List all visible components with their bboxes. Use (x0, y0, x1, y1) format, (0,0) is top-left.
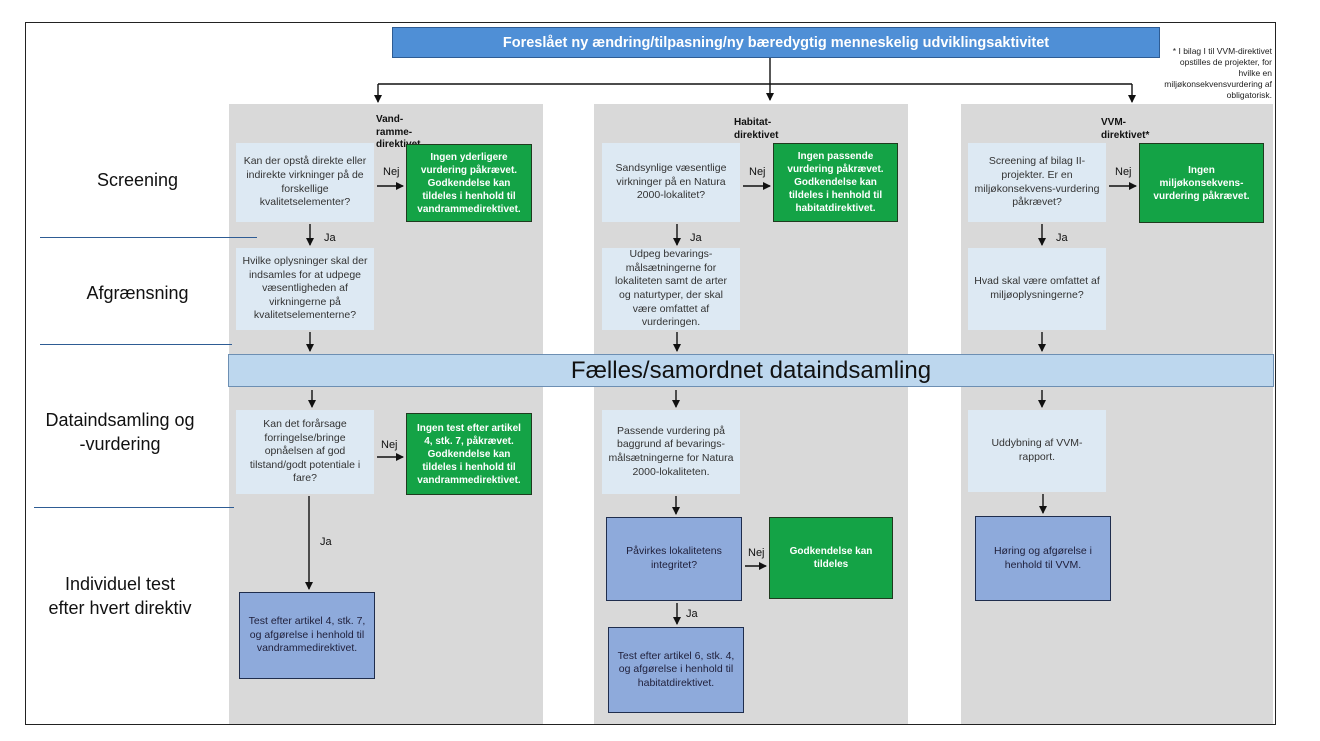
habitat-test-box: Test efter artikel 6, stk. 4, og afgørel… (608, 627, 744, 713)
vvm-screening-question: Screening af bilag II-projekter. Er en m… (968, 143, 1106, 222)
no-label: Nej (749, 166, 766, 178)
vvm-label-text: VVM-direktivet (1101, 117, 1146, 141)
water-test-box: Test efter artikel 4, stk. 7, og afgørel… (239, 592, 375, 679)
shared-data-collection-band: Fælles/samordnet dataindsamling (228, 354, 1274, 387)
water-scoping-question: Hvilke oplysninger skal der indsamles fo… (236, 248, 374, 330)
stage-afgraensning: Afgrænsning (86, 283, 189, 303)
yes-label: Ja (690, 232, 702, 244)
stage-divider (34, 507, 234, 508)
no-label: Nej (748, 547, 765, 559)
water-screening-question: Kan der opstå direkte eller indirekte vi… (236, 143, 374, 222)
habitat-directive-label: Habitat-direktivet (734, 117, 779, 141)
no-label: Nej (383, 166, 400, 178)
stage-screening: Screening (96, 170, 179, 190)
stage-dataindsamling: Dataindsamling og -vurdering (45, 410, 195, 455)
water-assessment-no-outcome: Ingen test efter artikel 4, stk. 7, påkr… (406, 413, 532, 495)
habitat-scoping-box: Udpeg bevarings-målsætningerne for lokal… (602, 248, 740, 330)
diagram-title: Foreslået ny ændring/tilpasning/ny bæred… (392, 27, 1160, 58)
stage-divider (40, 237, 257, 238)
vvm-assessment-box: Uddybning af VVM-rapport. (968, 410, 1106, 492)
yes-label: Ja (320, 536, 332, 548)
habitat-screening-question: Sandsynlige væsentlige virkninger på en … (602, 143, 740, 222)
yes-label: Ja (324, 232, 336, 244)
habitat-assessment-box: Passende vurdering på baggrund af bevari… (602, 410, 740, 494)
no-label: Nej (1115, 166, 1132, 178)
yes-label: Ja (686, 608, 698, 620)
yes-label: Ja (1056, 232, 1068, 244)
vvm-scoping-question: Hvad skal være omfattet af miljøoplysnin… (968, 248, 1106, 330)
footnote: * I bilag I til VVM-direktivet opstilles… (1164, 46, 1272, 101)
vvm-decision-box: Høring og afgørelse i henhold til VVM. (975, 516, 1111, 601)
habitat-integrity-question: Påvirkes lokalitetens integritet? (606, 517, 742, 601)
stage-individuel: Individuel test efter hvert direktiv (48, 574, 192, 619)
habitat-integrity-no-outcome: Godkendelse kan tildeles (769, 517, 893, 599)
water-assessment-question: Kan det forårsage forringelse/bringe opn… (236, 410, 374, 494)
water-directive-label: Vand-ramme-direktivet (376, 114, 421, 150)
stage-divider (40, 344, 232, 345)
vvm-screening-no-outcome: Ingen miljøkonsekvens-vurdering påkrævet… (1139, 143, 1264, 223)
diagram-frame (25, 22, 1276, 725)
vvm-label-mark: * (1145, 129, 1150, 141)
habitat-screening-no-outcome: Ingen passende vurdering påkrævet. Godke… (773, 143, 898, 222)
water-screening-no-outcome: Ingen yderligere vurdering påkrævet. God… (406, 144, 532, 222)
vvm-directive-label: VVM-direktivet* (1101, 117, 1161, 142)
no-label: Nej (381, 439, 398, 451)
